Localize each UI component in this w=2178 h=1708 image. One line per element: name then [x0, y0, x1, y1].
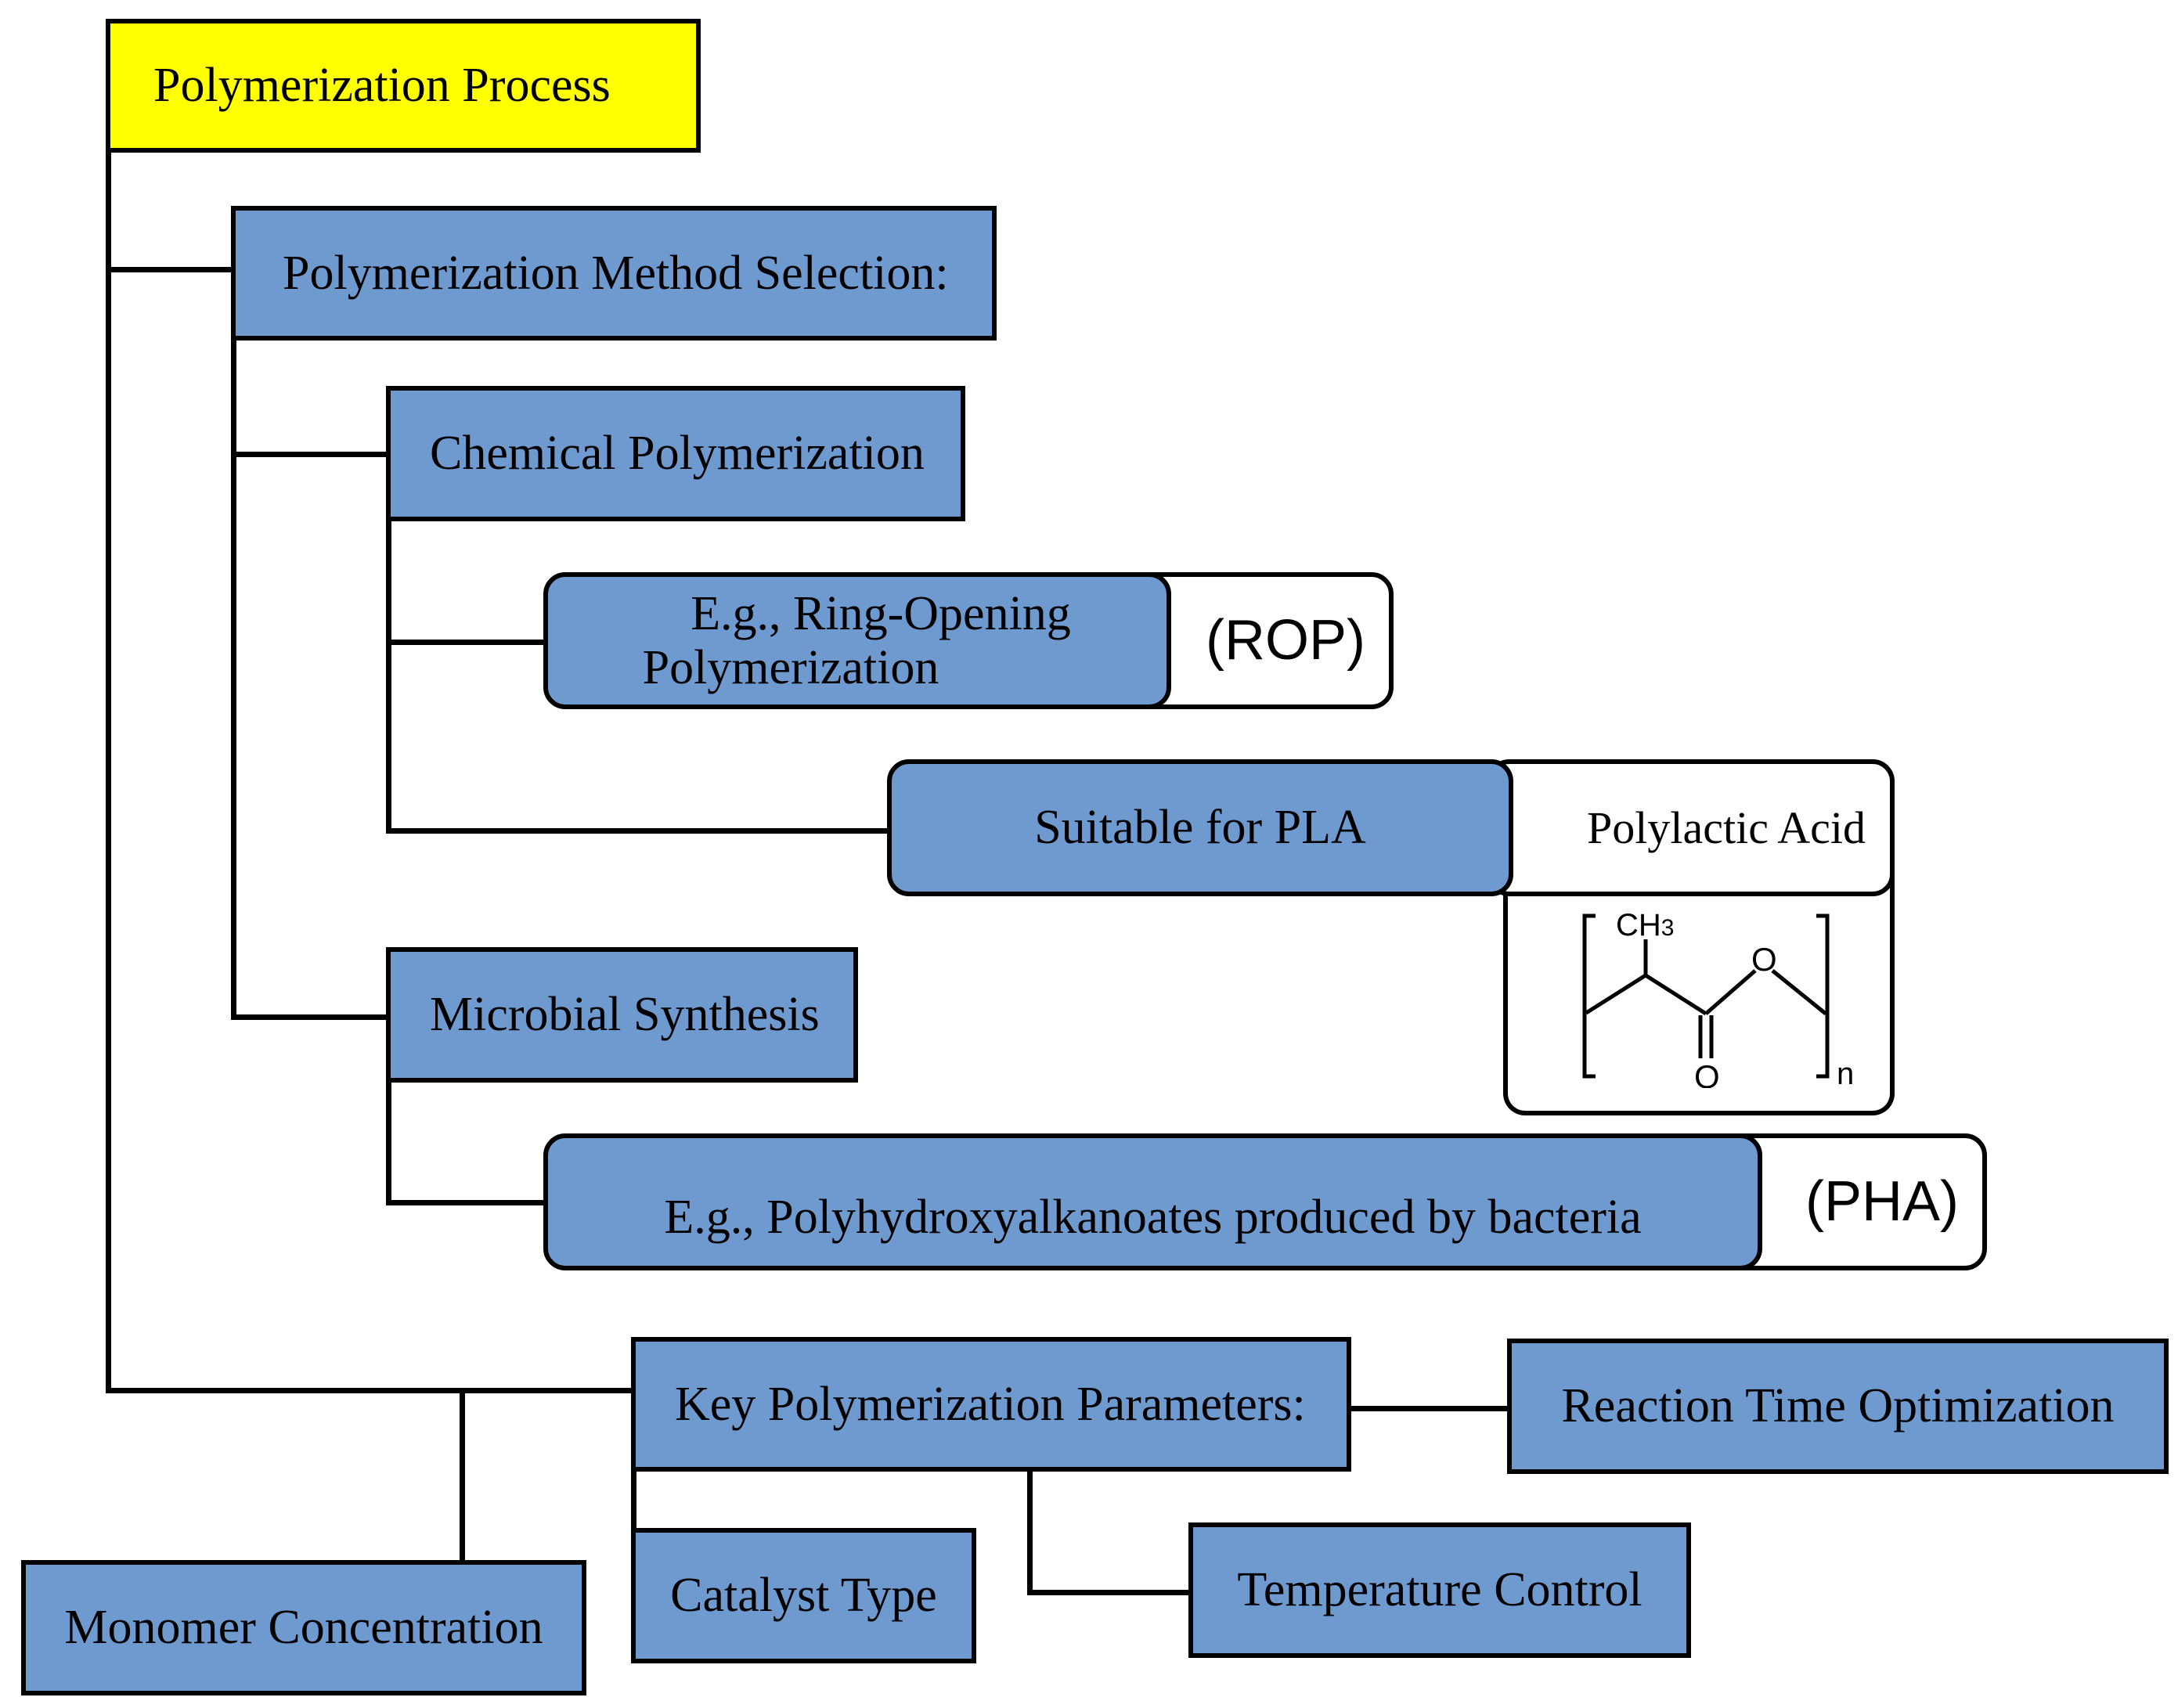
temperature-node: Temperature Control [1188, 1522, 1691, 1658]
methyl-text: CH [1616, 908, 1661, 942]
repeat-unit-label: n [1837, 1057, 1854, 1088]
pla-structure-diagram: CH3 O O n [1582, 908, 1854, 1088]
pha-node: E.g., Polyhydroxyalkanoates produced by … [543, 1133, 1762, 1270]
methyl-subscript: 3 [1661, 915, 1675, 941]
connector-method-trunk [231, 337, 236, 1020]
polymer-backbone-bonds [1585, 939, 1827, 1058]
pla-name-box: Polylactic Acid [1487, 759, 1895, 896]
key-params-node: Key Polymerization Parameters: [631, 1337, 1351, 1472]
monomer-label: Monomer Concentration [64, 1601, 543, 1655]
rop-label-line1: E.g., Ring-Opening [691, 587, 1071, 641]
key-params-label: Key Polymerization Parameters: [675, 1377, 1306, 1431]
connector-pha [386, 1200, 545, 1205]
root-node-label: Polymerization Process [153, 59, 611, 113]
rop-label-line2: Polymerization [642, 640, 939, 694]
connector-params [106, 1388, 634, 1393]
connector-root-trunk [106, 149, 111, 1393]
chemical-node: Chemical Polymerization [386, 386, 965, 521]
connector-monomer [460, 1388, 465, 1560]
monomer-node: Monomer Concentration [21, 1560, 586, 1695]
connector-pla [386, 828, 887, 834]
connector-reaction-time [1347, 1406, 1507, 1411]
connector-temperature-h [1027, 1590, 1192, 1595]
connector-chemical-trunk [386, 517, 391, 834]
pha-label: E.g., Polyhydroxyalkanoates produced by … [664, 1191, 1642, 1245]
connector-microbial-trunk [386, 1076, 391, 1205]
reaction-time-label: Reaction Time Optimization [1561, 1379, 2115, 1433]
method-selection-label: Polymerization Method Selection: [283, 246, 949, 300]
connector-temperature-v [1027, 1466, 1033, 1595]
rop-node: E.g., Ring-Opening Polymerization [543, 572, 1171, 709]
reaction-time-node: Reaction Time Optimization [1507, 1339, 2169, 1474]
method-selection-node: Polymerization Method Selection: [231, 206, 997, 341]
microbial-node: Microbial Synthesis [386, 947, 858, 1083]
connector-chemical [231, 452, 388, 457]
connector-microbial [231, 1014, 388, 1020]
repeat-bracket-right [1816, 913, 1830, 1079]
ester-oxygen-label: O [1751, 941, 1777, 978]
pha-abbr-label: (PHA) [1805, 1169, 1959, 1233]
temperature-label: Temperature Control [1237, 1563, 1643, 1617]
pla-name-label: Polylactic Acid [1587, 802, 1866, 853]
catalyst-node: Catalyst Type [631, 1528, 976, 1663]
root-node: Polymerization Process [106, 19, 701, 153]
connector-rop [386, 640, 545, 645]
connector-catalyst [631, 1466, 636, 1533]
rop-label-stack: E.g., Ring-Opening Polymerization [643, 587, 1073, 694]
chemical-label: Chemical Polymerization [430, 427, 925, 481]
pla-label: Suitable for PLA [1034, 801, 1366, 855]
pla-structure-panel: CH3 O O n [1503, 853, 1895, 1115]
connector-method [106, 267, 231, 272]
rop-abbr-label: (ROP) [1206, 608, 1365, 672]
carbonyl-oxygen-label: O [1694, 1058, 1720, 1088]
catalyst-label: Catalyst Type [670, 1569, 937, 1623]
methyl-group-label: CH3 [1616, 908, 1674, 942]
repeat-bracket-left [1582, 913, 1596, 1079]
microbial-label: Microbial Synthesis [430, 988, 820, 1042]
pla-node: Suitable for PLA [887, 759, 1513, 896]
